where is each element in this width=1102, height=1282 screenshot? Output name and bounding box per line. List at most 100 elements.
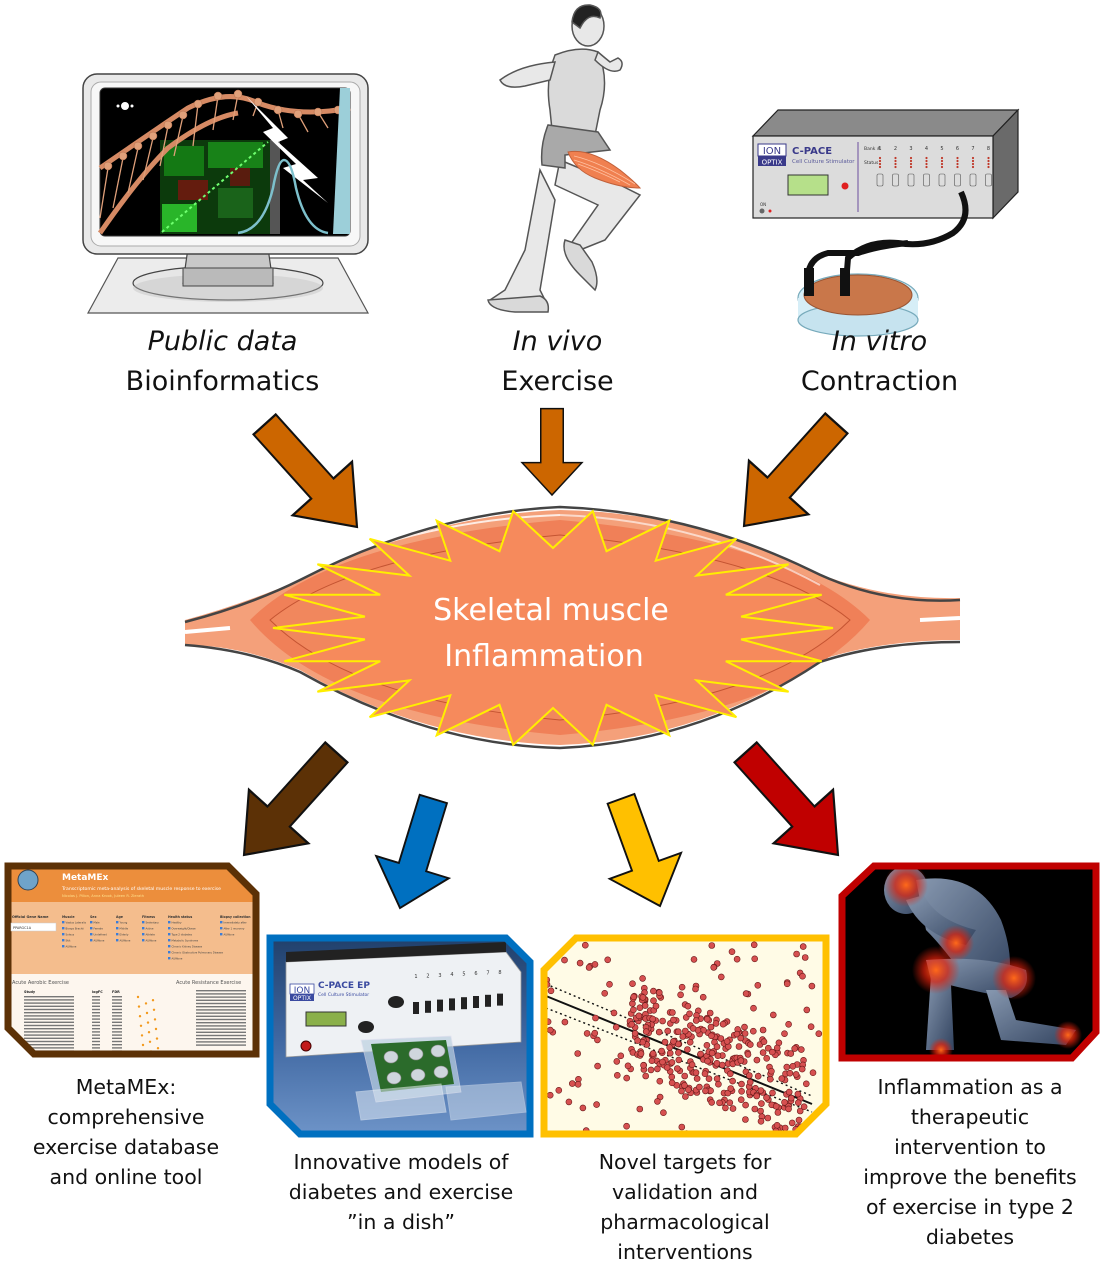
filter-checkbox[interactable] (116, 927, 119, 930)
therapeutic-panel (836, 860, 1102, 1064)
status-led (971, 156, 975, 160)
caption-therapeutic: Inflammation as a therapeutic interventi… (850, 1072, 1090, 1252)
table-cell (92, 1024, 100, 1027)
scatter-point (656, 1077, 664, 1085)
table-cell (92, 996, 100, 998)
scatter-point (649, 1050, 657, 1057)
filter-checkbox[interactable] (168, 957, 171, 960)
status-led (894, 165, 897, 169)
filter-checkbox[interactable] (168, 933, 171, 936)
scatter-point (797, 1046, 805, 1053)
filter-checkbox[interactable] (90, 939, 93, 942)
brand-top: ION (763, 146, 781, 157)
table-header: FDR (112, 990, 120, 994)
gene-field[interactable] (10, 922, 57, 932)
scatter-point (808, 982, 816, 990)
filter-checkbox[interactable] (168, 939, 171, 942)
table-row (196, 1038, 246, 1040)
scatter-point (742, 990, 750, 997)
filter-checkbox[interactable] (116, 939, 119, 942)
filter-checkbox[interactable] (142, 927, 145, 930)
ep-channel-switch (461, 997, 467, 1010)
scatter-point (783, 1063, 791, 1071)
scatter-point (746, 1072, 753, 1079)
scatter-point (647, 1066, 655, 1074)
filter-checkbox[interactable] (62, 945, 65, 948)
metamex-title: MetaMEx (62, 873, 109, 883)
scatter-point (639, 994, 647, 1001)
scatter-point (708, 1032, 715, 1040)
scatter-point (561, 956, 568, 964)
filter-checkbox[interactable] (90, 927, 93, 930)
filter-option: All/None (224, 932, 235, 936)
caption-line: MetaMEx: (75, 1075, 177, 1099)
scatter-point (798, 1065, 806, 1073)
caption-line: exercise database (32, 1135, 220, 1159)
filter-checkbox[interactable] (168, 927, 171, 930)
filter-checkbox[interactable] (168, 921, 171, 924)
status-led (971, 159, 975, 163)
filter-title: Biopsy collection (220, 915, 251, 919)
scatter-point (623, 1074, 630, 1082)
filter-checkbox[interactable] (116, 933, 119, 936)
scatter-point (675, 1028, 682, 1035)
scatter-point (666, 1049, 674, 1057)
scatter-point (565, 1098, 573, 1106)
scatter-point (678, 983, 686, 991)
scatter-point (629, 980, 636, 988)
table-cell (92, 1047, 100, 1049)
filter-checkbox[interactable] (62, 933, 65, 936)
filter-checkbox[interactable] (90, 933, 93, 936)
filter-checkbox[interactable] (220, 933, 223, 936)
filter-checkbox[interactable] (168, 945, 171, 948)
scatter-point (770, 1011, 777, 1019)
status-led (894, 159, 897, 163)
filter-checkbox[interactable] (168, 951, 171, 954)
filter-title: Muscle (62, 915, 74, 919)
forest-point (141, 1043, 145, 1047)
filter-checkbox[interactable] (220, 921, 223, 924)
scatter-point (793, 950, 800, 958)
caption-line: of exercise in type 2 (866, 1195, 1074, 1219)
filter-checkbox[interactable] (90, 921, 93, 924)
scatter-point (677, 991, 684, 999)
filter-title: Fitness (142, 915, 155, 919)
filter-checkbox[interactable] (62, 927, 65, 930)
filter-checkbox[interactable] (142, 939, 145, 942)
scatter-point (640, 1062, 647, 1069)
model-name: C-PACE (792, 146, 832, 157)
table-row (196, 1022, 246, 1024)
status-led (925, 162, 928, 166)
scatter-point (729, 1105, 737, 1112)
source-italic: Public data (147, 326, 298, 357)
source-label-in-vitro: In vitro Contraction (752, 322, 1007, 402)
filter-checkbox[interactable] (62, 921, 65, 924)
status-led (925, 156, 928, 160)
filter-checkbox[interactable] (220, 927, 223, 930)
table-row (24, 1031, 74, 1033)
scatter-point (750, 1027, 757, 1035)
scatter-point (706, 1009, 714, 1017)
caption-line: Innovative models of (293, 1150, 509, 1174)
scatter-point (610, 1009, 618, 1017)
table-cell (112, 1037, 122, 1039)
caption-line: therapeutic (910, 1105, 1030, 1129)
scatter-point (656, 989, 663, 996)
scatter-point (583, 1030, 591, 1037)
filter-title: Health status (168, 915, 192, 919)
table-row (24, 1040, 74, 1043)
table-cell (92, 1028, 100, 1030)
filter-checkbox[interactable] (142, 933, 145, 936)
filter-checkbox[interactable] (62, 939, 65, 942)
status-led (925, 159, 928, 163)
table-row (24, 999, 74, 1001)
table-cell (92, 1021, 100, 1023)
filter-checkbox[interactable] (142, 921, 145, 924)
scatter-point (754, 981, 762, 989)
scatter-point (763, 1094, 770, 1101)
scatter-point (769, 1048, 776, 1056)
forest-point (152, 1008, 156, 1011)
table-cell (112, 1024, 122, 1027)
filter-checkbox[interactable] (116, 921, 119, 924)
scatter-point (658, 1047, 665, 1055)
